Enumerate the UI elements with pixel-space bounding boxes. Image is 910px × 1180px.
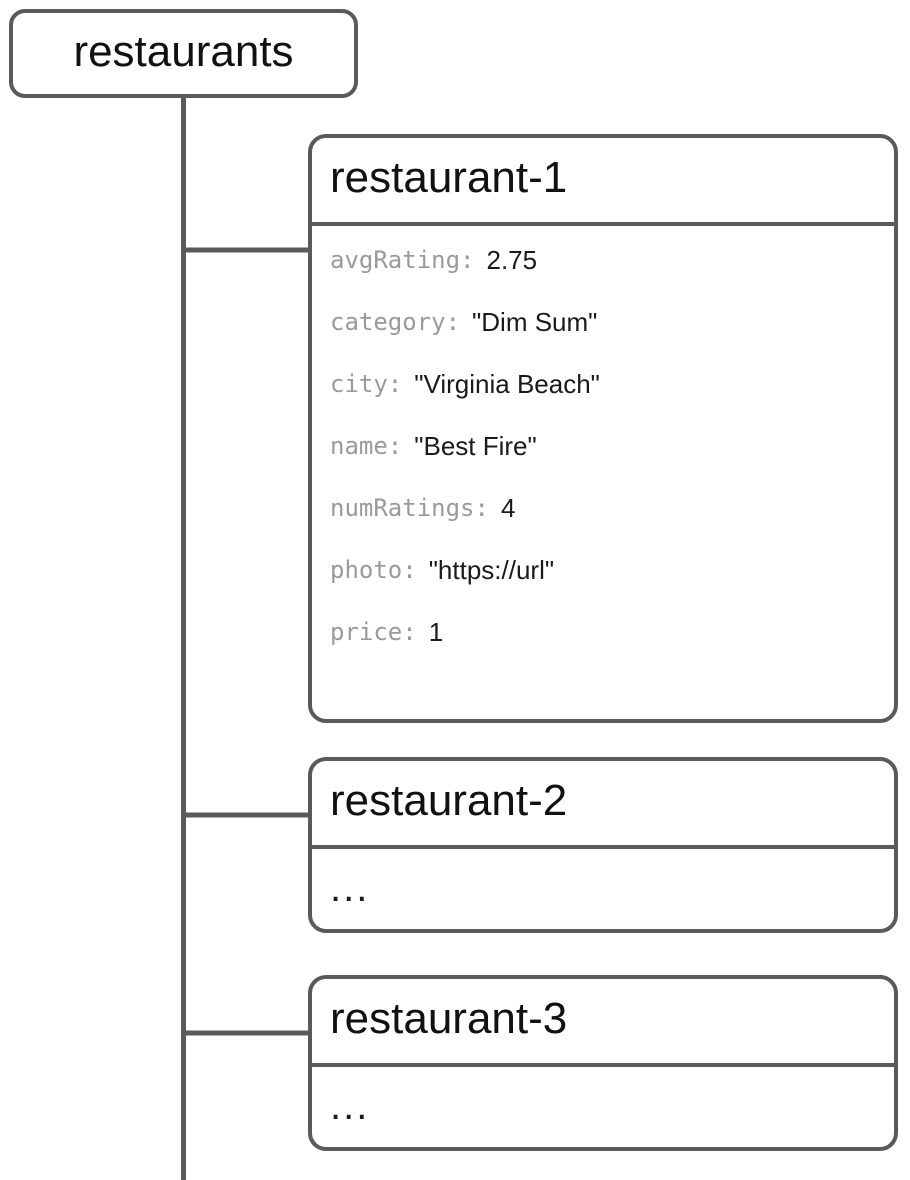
field-row: numRatings : 4 xyxy=(330,493,876,558)
field-value: "https://url" xyxy=(428,555,555,585)
ellipsis-label: ... xyxy=(330,1083,370,1128)
field-key: category xyxy=(330,308,446,336)
field-key: numRatings xyxy=(330,494,475,522)
field-row: category : "Dim Sum" xyxy=(330,307,876,372)
field-row: price : 1 xyxy=(330,617,876,682)
field-key: city xyxy=(330,370,388,398)
field-key: name xyxy=(330,432,388,460)
field-value: "Dim Sum" xyxy=(472,307,598,337)
document-fields-list: ... xyxy=(312,849,894,926)
field-row: avgRating : 2.75 xyxy=(330,245,876,310)
document-header: restaurant-3 xyxy=(312,979,894,1067)
document-id-label: restaurant-3 xyxy=(330,994,568,1043)
field-key: avgRating xyxy=(330,246,461,274)
field-row: name : "Best Fire" xyxy=(330,431,876,496)
ellipsis-label: ... xyxy=(330,865,370,910)
field-value: "Best Fire" xyxy=(414,431,537,461)
field-value: 1 xyxy=(428,617,444,647)
field-row: photo : "https://url" xyxy=(330,555,876,620)
document-fields-list: avgRating : 2.75 category : "Dim Sum" ci… xyxy=(312,226,894,700)
field-value: "Virginia Beach" xyxy=(414,369,600,399)
field-value: 4 xyxy=(500,493,516,523)
collection-node-restaurants[interactable]: restaurants xyxy=(9,9,358,98)
document-id-label: restaurant-2 xyxy=(330,776,568,825)
document-header: restaurant-2 xyxy=(312,761,894,849)
field-separator: : xyxy=(402,618,417,646)
collection-node-label: restaurants xyxy=(73,27,294,76)
document-node-restaurant-1[interactable]: restaurant-1 avgRating : 2.75 category :… xyxy=(308,134,898,723)
field-separator: : xyxy=(445,308,461,336)
document-header: restaurant-1 xyxy=(312,138,894,226)
field-separator: : xyxy=(387,432,403,460)
field-key: price xyxy=(330,618,403,646)
field-separator: : xyxy=(460,246,475,274)
field-key: photo xyxy=(330,556,403,584)
document-node-restaurant-3[interactable]: restaurant-3 ... xyxy=(308,975,898,1151)
document-fields-list: ... xyxy=(312,1067,894,1144)
field-separator: : xyxy=(402,556,417,584)
field-separator: : xyxy=(387,370,403,398)
field-row: city : "Virginia Beach" xyxy=(330,369,876,434)
document-node-restaurant-2[interactable]: restaurant-2 ... xyxy=(308,757,898,933)
field-value: 2.75 xyxy=(486,245,538,275)
field-separator: : xyxy=(474,494,489,522)
document-id-label: restaurant-1 xyxy=(330,153,568,202)
